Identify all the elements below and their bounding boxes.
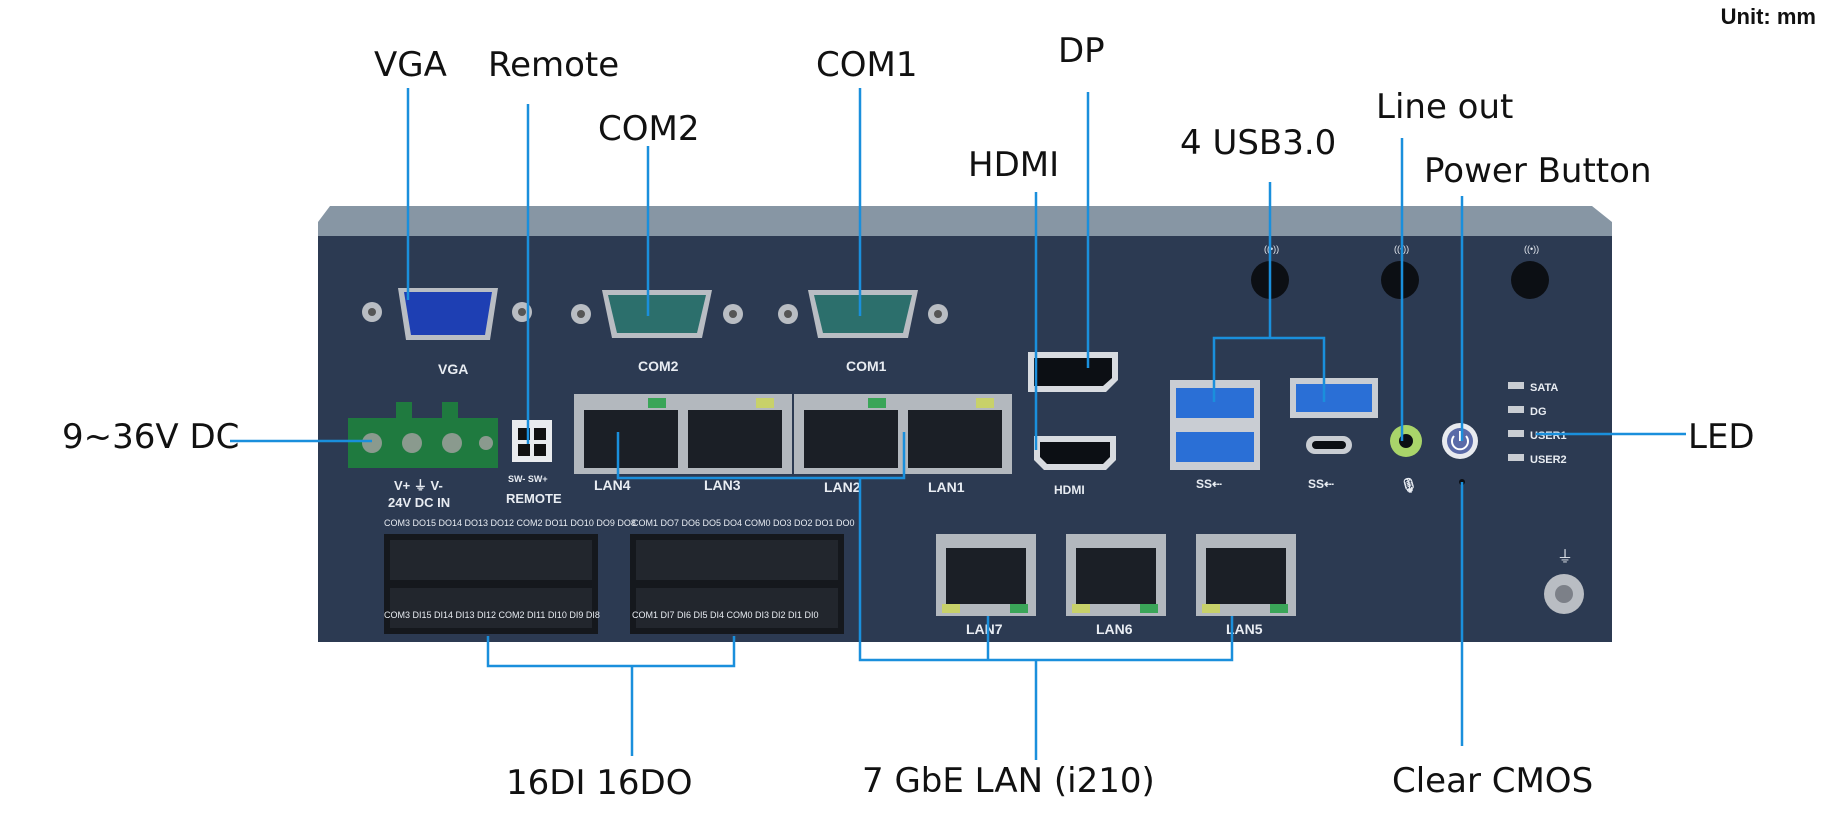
callout-line-out: Line out [1376, 87, 1514, 127]
lan5-port [1196, 534, 1296, 616]
usb-type-c-port [1306, 436, 1352, 454]
dio-terminal-right [630, 534, 844, 634]
panel-label-ss1: SS⇠ [1196, 477, 1222, 491]
dio-terminal-left [384, 534, 598, 634]
panel-label-lan5: LAN5 [1226, 621, 1263, 637]
callout-lan: 7 GbE LAN (i210) [862, 761, 1155, 801]
lan-block-4-3 [574, 394, 792, 474]
com1-port [778, 290, 948, 338]
panel-label-lan6: LAN6 [1096, 621, 1133, 637]
callout-vga: VGA [374, 45, 447, 85]
panel-label-di-right: COM1 DI7 DI6 DI5 DI4 COM0 DI3 DI2 DI1 DI… [632, 610, 819, 620]
chassis-lid [318, 206, 1612, 236]
panel-label-do-left: COM3 DO15 DO14 DO13 DO12 COM2 DO11 DO10 … [384, 518, 636, 528]
power-button [1442, 423, 1478, 459]
callout-dc-in: 9~36V DC [62, 417, 240, 457]
callout-led: LED [1688, 417, 1755, 457]
usb-single [1290, 378, 1378, 418]
panel-label-do-right: COM1 DO7 DO6 DO5 DO4 COM0 DO3 DO2 DO1 DO… [632, 518, 855, 528]
callout-dp: DP [1058, 31, 1105, 71]
panel-label-lan7: LAN7 [966, 621, 1003, 637]
panel-label-lan2: LAN2 [824, 479, 861, 495]
callout-usb: 4 USB3.0 [1180, 123, 1337, 163]
mic-icon: 🎙 [1400, 477, 1418, 493]
lan6-port [1066, 534, 1166, 616]
panel-label-led-dg: DG [1530, 406, 1547, 418]
vga-port [362, 288, 532, 340]
panel-label-vga: VGA [438, 361, 468, 377]
hdmi-port [1034, 436, 1116, 470]
lan7-port [936, 534, 1036, 616]
svg-text:((•)): ((•)) [1264, 244, 1279, 254]
panel-label-remote: REMOTE [506, 491, 562, 506]
panel-label-led-sata: SATA [1530, 382, 1558, 394]
callout-clear-cmos: Clear CMOS [1392, 761, 1594, 801]
panel-label-com1: COM1 [846, 358, 887, 374]
svg-text:⏚: ⏚ [1557, 548, 1573, 566]
callout-com2: COM2 [598, 109, 700, 149]
callout-hdmi: HDMI [968, 145, 1060, 185]
line-out-jack [1390, 425, 1422, 457]
panel-label-hdmi: HDMI [1054, 483, 1085, 497]
dc-terminal-block [348, 402, 498, 468]
panel-label-dc-bottom: 24V DC IN [388, 495, 450, 510]
callout-dio: 16DI 16DO [506, 763, 693, 803]
leader-lines [230, 88, 1686, 760]
panel-label-remote-top: SW- SW+ [508, 474, 548, 484]
displayport [1028, 352, 1118, 392]
svg-text:((•)): ((•)) [1524, 244, 1539, 254]
led-indicators [1508, 382, 1524, 461]
panel-label-lan4: LAN4 [594, 477, 631, 493]
com2-port [571, 290, 743, 338]
panel-label-dc-top: V+ ⏚ V- [394, 478, 443, 493]
callout-remote: Remote [488, 45, 620, 85]
unit-label: Unit: mm [1720, 4, 1816, 29]
callout-power-button: Power Button [1424, 151, 1652, 191]
panel-label-ss2: SS⇠ [1308, 477, 1334, 491]
panel-label-led-user2: USER2 [1530, 454, 1567, 466]
remote-connector [512, 420, 552, 462]
panel-label-lan1: LAN1 [928, 479, 965, 495]
panel-label-led-user1: USER1 [1530, 430, 1567, 442]
callout-com1: COM1 [816, 45, 918, 85]
panel-label-com2: COM2 [638, 358, 679, 374]
panel-label-di-left: COM3 DI15 DI14 DI13 DI12 COM2 DI11 DI10 … [384, 610, 600, 620]
usb-stack [1170, 380, 1260, 470]
ground-screw: ⏚ [1544, 548, 1584, 614]
panel-label-lan3: LAN3 [704, 477, 741, 493]
